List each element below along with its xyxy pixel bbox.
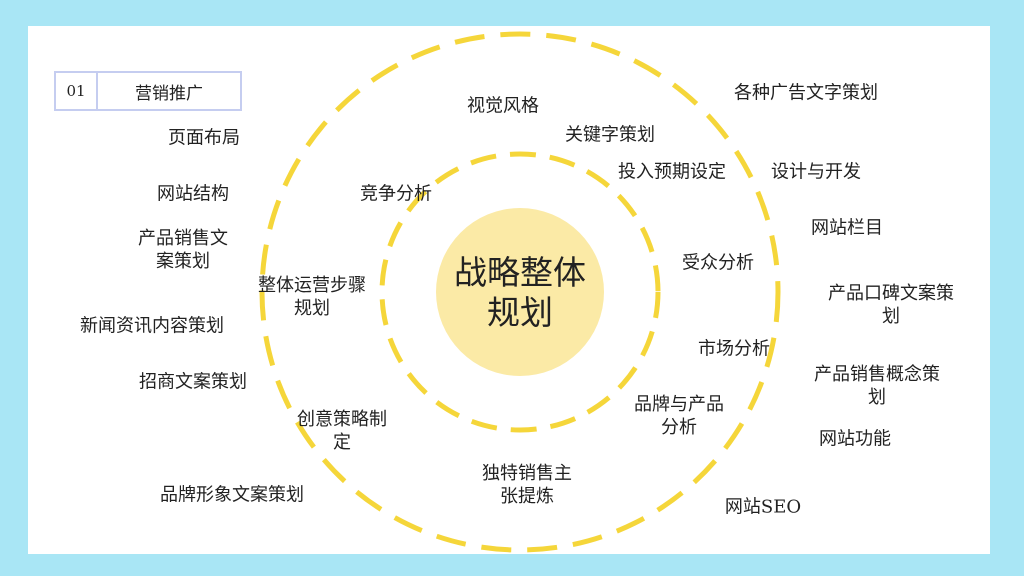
label-lanmu: 网站栏目 bbox=[811, 217, 883, 239]
label-zhengti: 整体运营步骤 规划 bbox=[258, 275, 366, 319]
label-shichang: 市场分析 bbox=[698, 338, 770, 360]
label-chuangyi: 创意策略制 定 bbox=[297, 409, 387, 453]
label-guanjianzi: 关键字策划 bbox=[565, 124, 655, 146]
label-touru: 投入预期设定 bbox=[618, 161, 726, 183]
label-pinpai-xingxiang: 品牌形象文案策划 bbox=[160, 484, 304, 506]
label-shouzhong: 受众分析 bbox=[682, 252, 754, 274]
label-wangzhan-jiegou: 网站结构 bbox=[157, 183, 229, 205]
label-chanpin-xiaoshou-wen: 产品销售文 案策划 bbox=[138, 228, 228, 272]
section-title: 营销推广 bbox=[135, 83, 203, 104]
label-zhaoshang: 招商文案策划 bbox=[139, 371, 247, 393]
label-dute: 独特销售主 张提炼 bbox=[482, 463, 572, 507]
label-jingzheng: 竞争分析 bbox=[360, 183, 432, 205]
label-xinwen: 新闻资讯内容策划 bbox=[80, 315, 224, 337]
inner-dashed-ring bbox=[379, 151, 661, 433]
label-guanggao: 各种广告文字策划 bbox=[734, 82, 878, 104]
outer-dashed-ring bbox=[259, 31, 781, 553]
center-circle bbox=[436, 208, 604, 376]
label-yemian: 页面布局 bbox=[168, 127, 240, 149]
label-gainian: 产品销售概念策 划 bbox=[814, 364, 940, 408]
section-number: 01 bbox=[56, 73, 98, 109]
section-tag: 01 营销推广 bbox=[54, 71, 242, 111]
center-title: 战略整体规划 bbox=[454, 253, 586, 332]
label-gongneng: 网站功能 bbox=[819, 428, 891, 450]
label-seo: 网站SEO bbox=[724, 496, 802, 518]
label-sheji: 设计与开发 bbox=[771, 161, 861, 183]
label-shijue: 视觉风格 bbox=[467, 95, 539, 117]
label-pinpai-chanpin: 品牌与产品 分析 bbox=[634, 394, 724, 438]
label-koubei: 产品口碑文案策 划 bbox=[828, 283, 954, 327]
